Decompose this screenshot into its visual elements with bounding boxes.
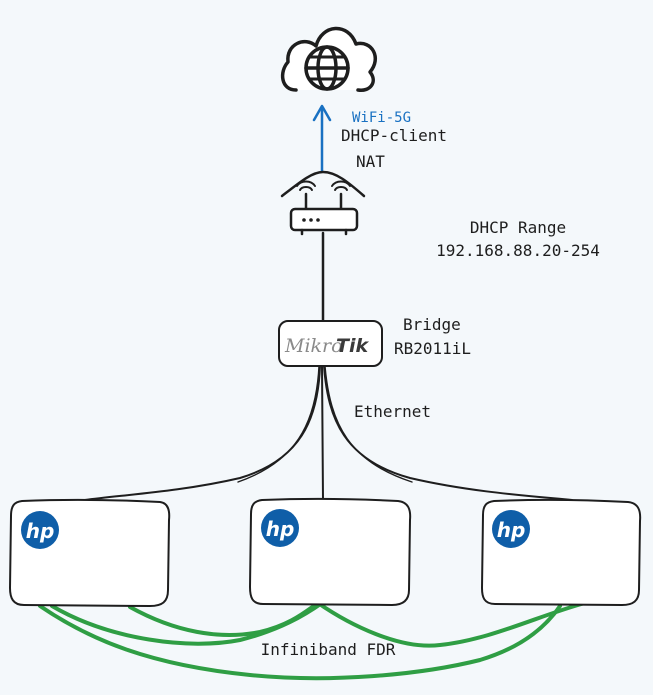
infiniband-link-1-3 — [38, 604, 562, 681]
mikrotik-brand-left: Mikro — [284, 335, 343, 357]
mikrotik-switch: Mikro Tik — [278, 320, 383, 367]
ethernet-link-left — [84, 365, 321, 501]
mikrotik-brand-right: Tik — [336, 335, 369, 357]
infiniband-links — [38, 600, 587, 681]
wifi-uplink-arrow — [312, 104, 332, 174]
label-dhcp-range-value: 192.168.88.20-254 — [436, 241, 600, 260]
server-3-brand: hp — [497, 518, 526, 542]
wifi-router-icon — [280, 170, 366, 236]
infiniband-link-2-3 — [128, 600, 587, 648]
server-1-brand: hp — [26, 519, 55, 543]
label-switch-model: RB2011iL — [394, 339, 471, 358]
server-2: hp — [248, 497, 412, 607]
hp-logo-icon: hp — [21, 511, 59, 549]
label-ethernet: Ethernet — [354, 402, 431, 421]
cloud-globe-icon — [280, 26, 377, 92]
label-wifi-5g: WiFi-5G — [352, 110, 411, 126]
ethernet-links — [84, 231, 573, 501]
hp-logo-icon: hp — [261, 509, 299, 547]
ethernet-link-middle — [321, 365, 324, 501]
label-infiniband: Infiniband FDR — [261, 640, 396, 659]
ethernet-link-right — [323, 365, 573, 501]
label-bridge: Bridge — [403, 315, 461, 334]
server-1: hp — [8, 498, 171, 608]
hp-logo-icon: hp — [492, 510, 530, 548]
server-2-brand: hp — [266, 517, 295, 541]
server-3: hp — [480, 498, 642, 607]
label-dhcp-client: DHCP-client — [341, 126, 447, 145]
label-dhcp-range-title: DHCP Range — [470, 218, 566, 237]
label-nat: NAT — [356, 152, 385, 171]
